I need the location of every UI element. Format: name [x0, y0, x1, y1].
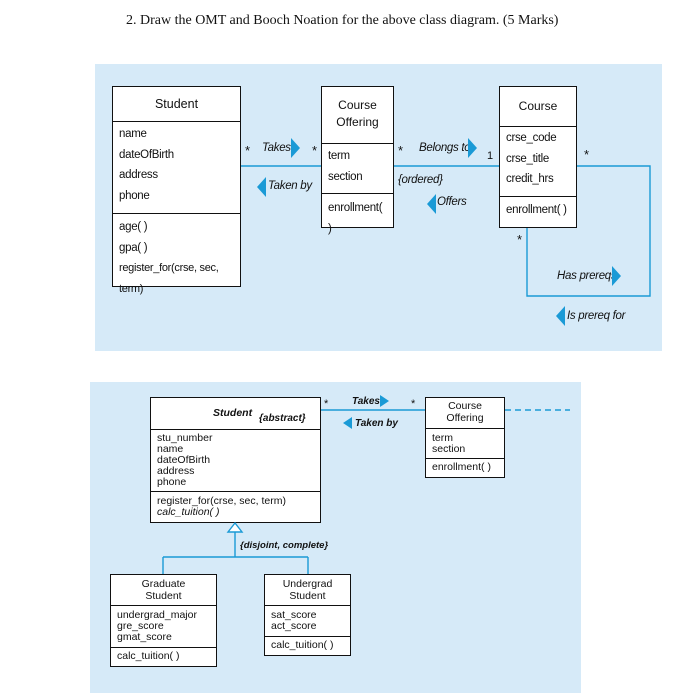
top-student-class: Student name dateOfBirth address phone a…	[112, 86, 241, 295]
attribute: address	[119, 169, 158, 181]
attributes-section: stu_number name dateOfBirth address phon…	[151, 429, 320, 491]
offers-label: Offers	[437, 196, 467, 208]
multiplicity-star: *	[584, 147, 590, 162]
multiplicity-one: 1	[487, 150, 494, 162]
takes-label: Takes	[352, 396, 380, 407]
operations-section: enrollment( )	[500, 196, 576, 226]
attributes-section: term section	[322, 143, 393, 193]
attribute: name	[119, 128, 147, 140]
attribute: section	[432, 443, 466, 455]
attribute: dateOfBirth	[119, 148, 174, 161]
attribute: name	[157, 443, 184, 455]
attribute: address	[157, 465, 195, 477]
is-prereq-for-label: Is prereq for	[567, 310, 626, 322]
attribute: term	[328, 150, 350, 162]
class-name: Course Offering	[336, 98, 379, 129]
class-name: Course	[518, 99, 558, 113]
operation: calc_tuition( )	[157, 506, 220, 518]
attribute: gmat_score	[117, 631, 172, 643]
operations-section: calc_tuition( )	[111, 647, 216, 666]
multiplicity-star: *	[245, 143, 251, 158]
undergrad-student-class: Undergrad Student sat_score act_score ca…	[264, 574, 351, 656]
belongs-to-label: Belongs to	[419, 142, 471, 154]
attribute: phone	[157, 476, 187, 488]
operation: register_for(crse, sec, term)	[119, 262, 219, 295]
attribute: undergrad_major	[117, 609, 197, 621]
attribute: crse_title	[506, 152, 550, 165]
multiplicity-star: *	[312, 143, 318, 158]
bottom-course-offering-class: Course Offering term section enrollment(…	[425, 397, 505, 478]
class-name: Undergrad Student	[282, 578, 333, 602]
operation: enrollment( )	[328, 202, 383, 235]
ordered-constraint: {ordered}	[398, 174, 443, 186]
operation: gpa( )	[119, 241, 148, 254]
attribute: gre_score	[117, 620, 164, 632]
operation: age( )	[119, 221, 148, 233]
class-name: Course Offering	[446, 400, 484, 424]
operation: calc_tuition( )	[271, 639, 334, 651]
attribute: dateOfBirth	[157, 454, 211, 466]
operation: register_for(crse, sec, term)	[157, 495, 286, 507]
multiplicity-star: *	[324, 398, 329, 410]
attribute: credit_hrs	[506, 173, 554, 185]
attributes-section: sat_score act_score	[265, 605, 350, 636]
taken-by-label: Taken by	[268, 180, 312, 192]
attribute: section	[328, 170, 363, 183]
class-name-section: Student {abstract}	[151, 398, 320, 429]
multiplicity-star: *	[411, 398, 416, 410]
multiplicity-star: *	[398, 143, 404, 158]
multiplicity-star: *	[517, 232, 523, 247]
operations-section: enrollment( )	[322, 193, 393, 235]
generalization-constraint: {disjoint, complete}	[240, 540, 329, 551]
operations-section: enrollment( )	[426, 458, 504, 477]
has-prereqs-label: Has prereqs	[557, 270, 617, 282]
operations-section: register_for(crse, sec, term) calc_tuiti…	[151, 491, 320, 522]
attributes-section: term section	[426, 428, 504, 458]
attribute: act_score	[271, 620, 317, 632]
top-course-offering-class: Course Offering term section enrollment(…	[321, 86, 394, 235]
taken-by-label: Taken by	[355, 418, 398, 429]
question-text: 2. Draw the OMT and Booch Noation for th…	[126, 13, 559, 28]
graduate-student-class: Graduate Student undergrad_major gre_sco…	[110, 574, 217, 667]
top-course-class: Course crse_code crse_title credit_hrs e…	[499, 86, 577, 228]
attribute: sat_score	[271, 609, 317, 621]
operation: enrollment( )	[506, 204, 567, 216]
operations-section: calc_tuition( )	[265, 636, 350, 655]
attributes-section: crse_code crse_title credit_hrs	[500, 126, 576, 196]
takes-label: Takes	[262, 142, 291, 154]
class-name: Graduate Student	[141, 578, 186, 602]
class-name: Student	[154, 97, 199, 111]
attribute: crse_code	[506, 132, 557, 144]
attribute: stu_number	[157, 432, 213, 444]
attributes-section: undergrad_major gre_score gmat_score	[111, 605, 216, 647]
class-name: Student	[213, 407, 253, 419]
bottom-student-class: Student {abstract} stu_number name dateO…	[150, 397, 321, 523]
attributes-section: name dateOfBirth address phone	[113, 121, 240, 213]
abstract-stereotype: {abstract}	[259, 413, 306, 424]
attribute: phone	[119, 189, 150, 202]
operation: enrollment( )	[432, 461, 491, 473]
operation: calc_tuition( )	[117, 650, 180, 662]
operations-section: age( ) gpa( ) register_for(crse, sec, te…	[113, 213, 240, 295]
attribute: term	[432, 432, 453, 444]
